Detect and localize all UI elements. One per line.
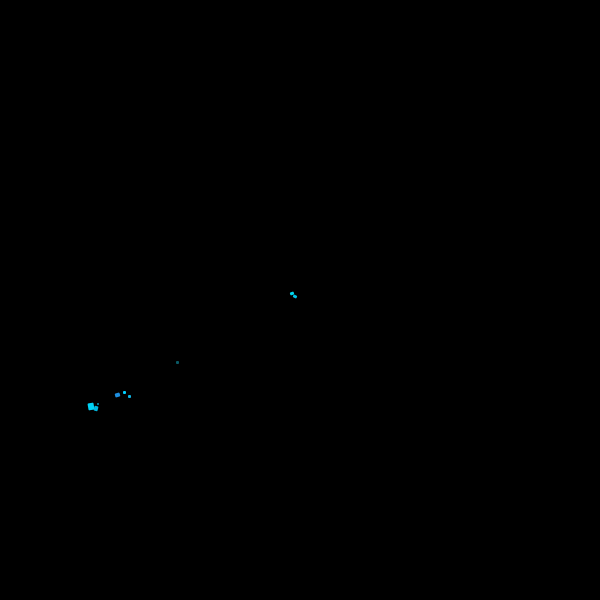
speck-upper-squiggle-b <box>292 294 298 299</box>
speck-cluster-dot-a <box>114 392 121 398</box>
speck-lower-blob-b <box>93 405 99 412</box>
speck-mid-dot <box>176 361 179 364</box>
speck-lower-blob-c <box>97 403 99 405</box>
speck-cluster-dot-c <box>128 395 131 398</box>
speck-cluster-dot-b <box>123 391 126 394</box>
